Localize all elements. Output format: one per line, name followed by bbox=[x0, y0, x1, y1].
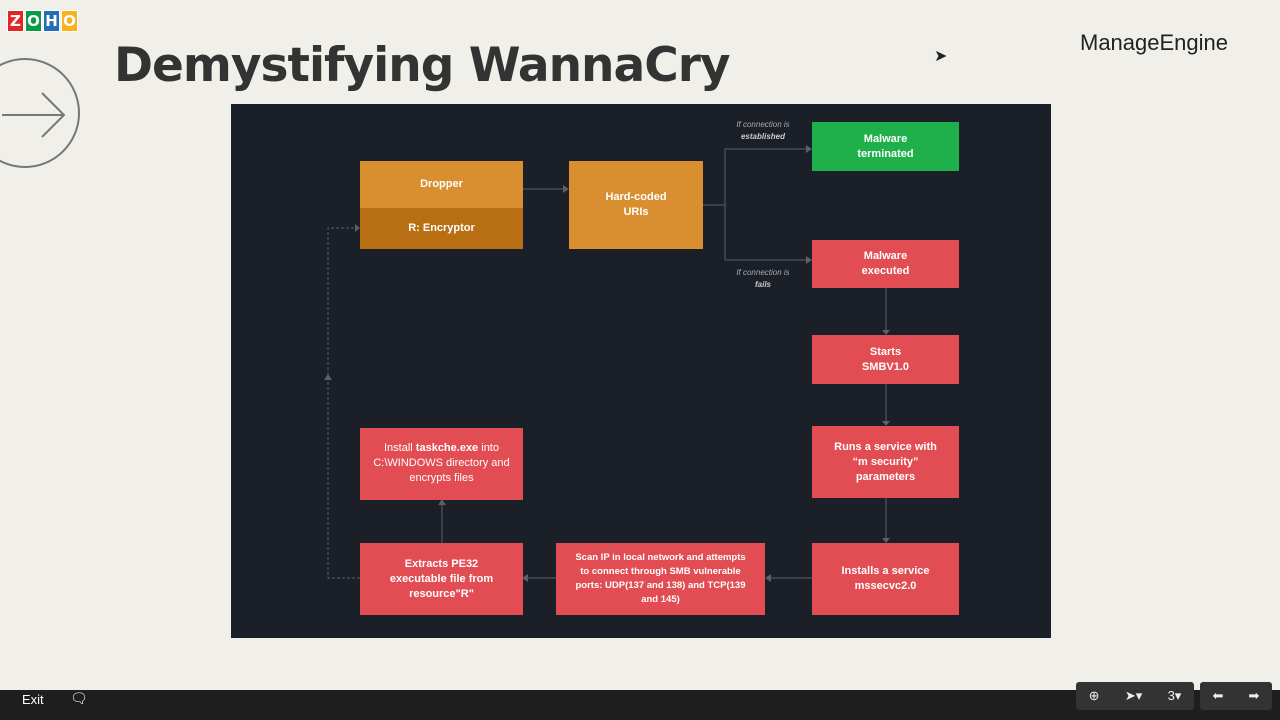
exit-button[interactable]: Exit bbox=[22, 692, 44, 707]
malware-executed-box: Malware executed bbox=[812, 240, 959, 288]
scan-ip-box: Scan IP in local network and attempts to… bbox=[556, 543, 765, 615]
slide-title: Demystifying WannaCry bbox=[114, 38, 731, 93]
prev-slide-icon[interactable]: ⬅ bbox=[1212, 688, 1224, 703]
presentation-toolbar bbox=[0, 690, 1280, 720]
chat-icon[interactable]: 🗨 bbox=[70, 691, 88, 707]
zoom-icon[interactable]: ⊕ bbox=[1088, 688, 1100, 703]
hard-coded-uris-box: Hard-coded URIs bbox=[569, 161, 703, 249]
logo-letter: H bbox=[43, 10, 60, 32]
zoho-logo: Z O H O bbox=[7, 10, 78, 32]
runs-service-box: Runs a service with“m security”parameter… bbox=[812, 426, 959, 498]
nav-controls: ⬅ ➡ bbox=[1200, 682, 1272, 710]
malware-terminated-box: Malware terminated bbox=[812, 122, 959, 171]
encryptor-box: R: Encryptor bbox=[360, 208, 523, 249]
next-slide-icon[interactable]: ➡ bbox=[1248, 688, 1260, 703]
manageengine-logo: ManageEngine bbox=[1080, 30, 1229, 55]
pointer-icon[interactable]: ➤▾ bbox=[1124, 688, 1143, 703]
extracts-pe32-box: Extracts PE32 executable file from resou… bbox=[360, 543, 523, 615]
logo-letter: Z bbox=[7, 10, 24, 32]
dropper-box: Dropper bbox=[360, 161, 523, 208]
page-select[interactable]: 3▾ bbox=[1167, 688, 1182, 703]
view-controls: ⊕ ➤▾ 3▾ bbox=[1076, 682, 1194, 710]
logo-letter: O bbox=[61, 10, 78, 32]
mouse-cursor-icon: ➤ bbox=[934, 46, 948, 65]
install-taskche-box: Install taskche.exe into C:\WINDOWS dire… bbox=[360, 428, 523, 500]
starts-smb-box: Starts SMBV1.0 bbox=[812, 335, 959, 384]
logo-letter: O bbox=[25, 10, 42, 32]
